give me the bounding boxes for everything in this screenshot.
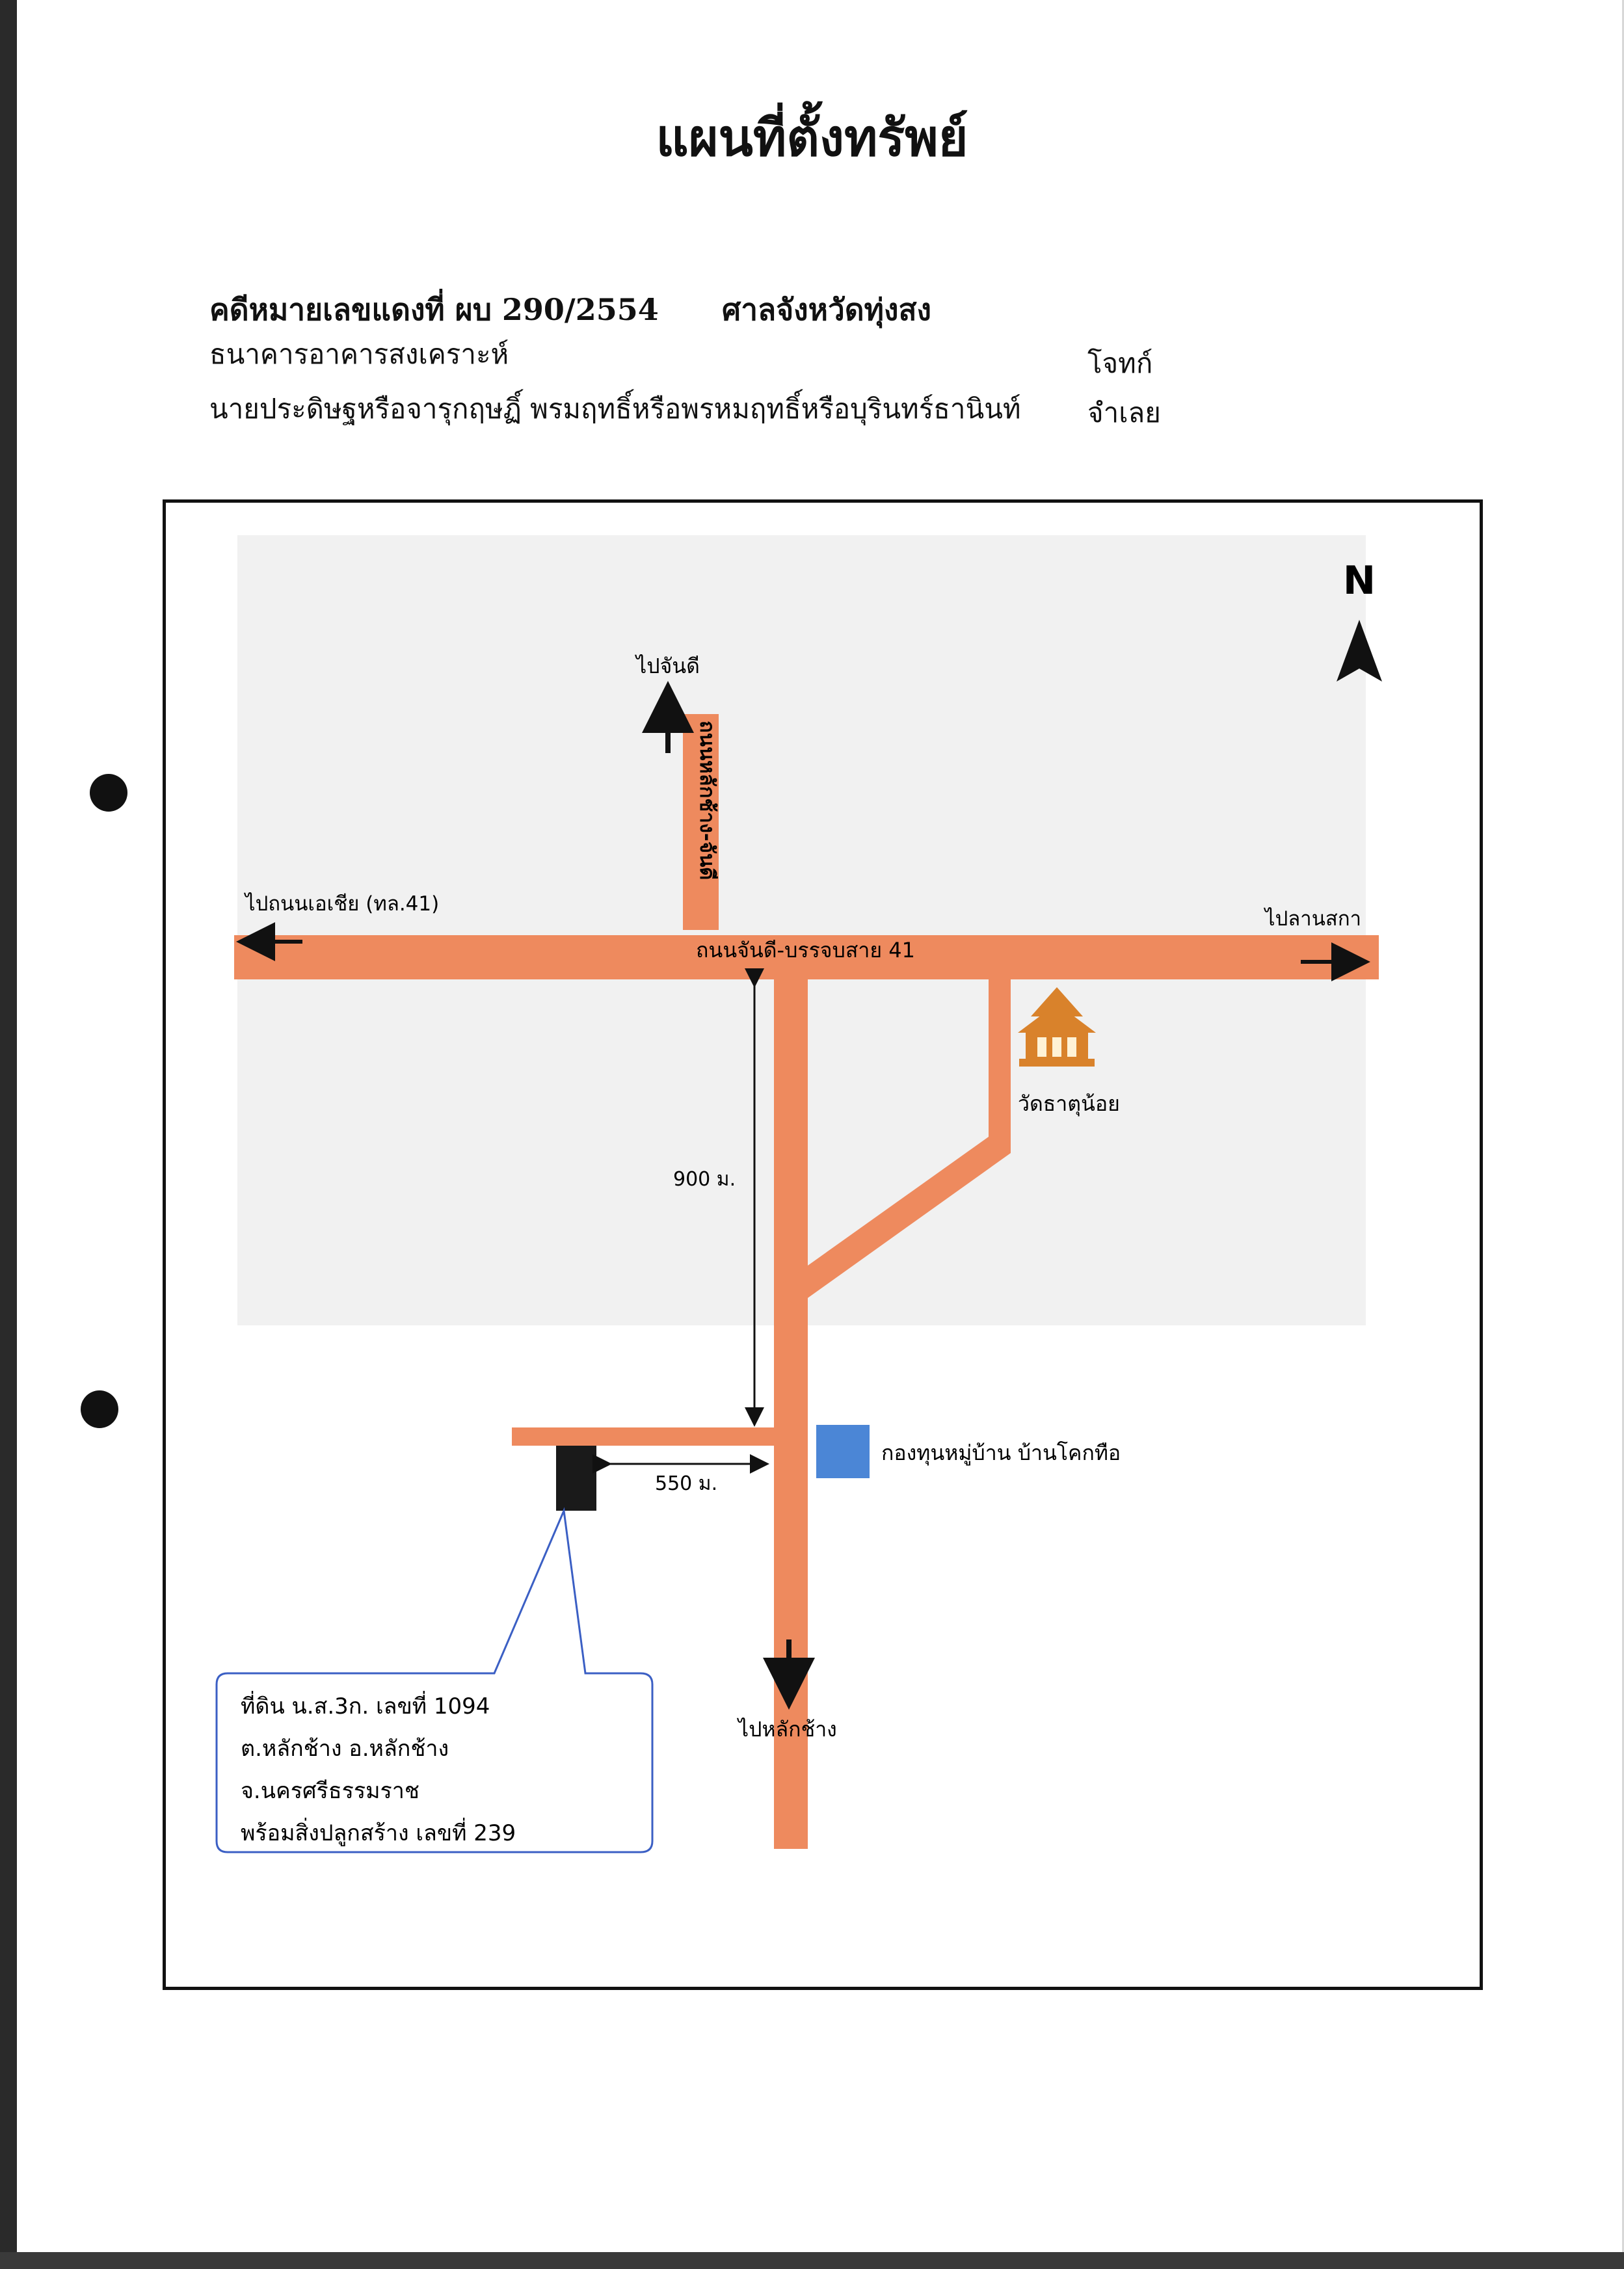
scan-right-edge <box>1622 0 1624 2269</box>
road-diagonal-link <box>774 1137 1011 1306</box>
label-distance-550: 550 ม. <box>655 1472 717 1495</box>
property-info-line: ต.หลักช้าง อ.หลักช้าง <box>241 1736 449 1762</box>
punch-hole <box>90 774 127 812</box>
property-marker <box>556 1446 596 1511</box>
label-to-lakchang: ไปหลักช้าง <box>736 1717 837 1742</box>
plaintiff-name: ธนาคารอาคารสงเคราะห์ <box>209 338 509 370</box>
road-lakchang-chandi-north <box>683 714 719 930</box>
punch-hole <box>81 1390 118 1428</box>
map-frame: N ไปจันดี ถนนหลักช้าง-จันดี ไปถนนเอเชีย … <box>163 499 1483 1990</box>
label-road-main: ถนนจันดี-บรรจบสาย 41 <box>696 938 915 962</box>
page-title: แผนที่ตั้งทรัพย์ <box>656 109 968 168</box>
north-label: N <box>1343 558 1376 604</box>
property-info-line: ที่ดิน น.ส.3ก. เลขที่ 1094 <box>241 1691 490 1719</box>
court-name: ศาลจังหวัดทุ่งสง <box>722 292 931 327</box>
village-fund-marker <box>816 1425 870 1478</box>
property-callout <box>215 1507 654 1853</box>
label-to-asia-road: ไปถนนเอเชีย (ทล.41) <box>243 892 439 916</box>
temple-icon <box>1018 987 1096 1067</box>
plaintiff-role: โจทก์ <box>1087 347 1153 379</box>
label-village-fund: กองทุนหมู่บ้าน บ้านโคกทือ <box>881 1440 1121 1466</box>
road-property-lane <box>512 1427 792 1446</box>
label-distance-900: 900 ม. <box>673 1168 736 1191</box>
defendant-name: นายประดิษฐหรือจารุกฤษฏิ์ พรมฤทธิ์หรือพรห… <box>209 393 1021 425</box>
label-road-vertical: ถนนหลักช้าง-จันดี <box>695 721 719 880</box>
defendant-role: จำเลย <box>1087 397 1161 429</box>
north-arrow-icon <box>1337 620 1382 682</box>
road-temple-branch <box>989 977 1011 1153</box>
case-number: คดีหมายเลขแดงที่ ผบ 290/2554 <box>209 292 659 327</box>
label-to-chandi: ไปจันดี <box>634 654 700 678</box>
label-temple: วัดธาตุน้อย <box>1018 1091 1120 1117</box>
label-to-lansaka: ไปลานสกา <box>1263 907 1361 931</box>
property-info-line: พร้อมสิ่งปลูกสร้าง เลขที่ 239 <box>241 1818 516 1846</box>
scan-bottom-edge <box>0 2252 1624 2269</box>
road-chandi-bancharp-41 <box>234 935 1379 979</box>
scan-left-edge <box>0 0 17 2269</box>
property-info-line: จ.นครศรีธรรมราช <box>241 1778 419 1804</box>
map-canvas: N ไปจันดี ถนนหลักช้าง-จันดี ไปถนนเอเชีย … <box>215 535 1382 1853</box>
